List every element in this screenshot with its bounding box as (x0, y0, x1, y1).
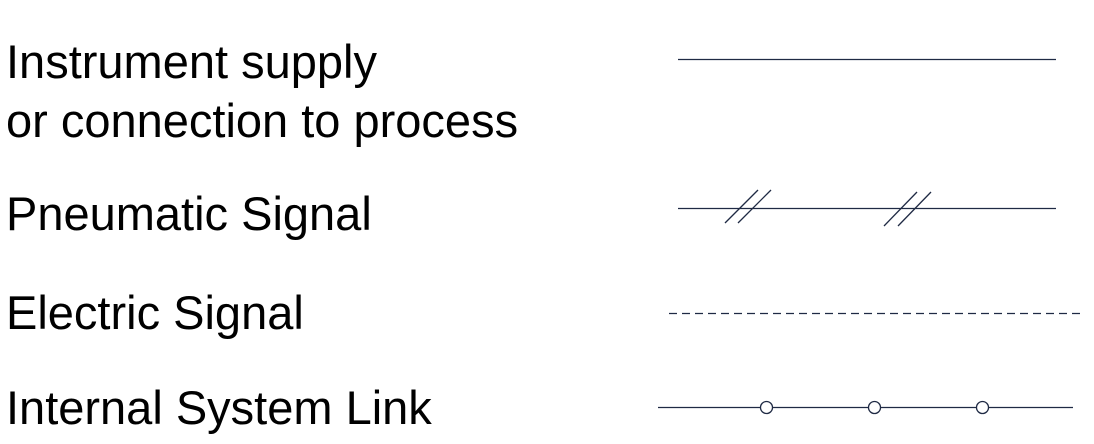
symbol-circle-link-line (658, 400, 1073, 415)
link-circle (975, 400, 990, 415)
symbol-pneumatic-line (678, 189, 1056, 227)
label-instrument-supply-line-2: or connection to process (6, 94, 519, 147)
label-internal-system-link-text: Internal System Link (6, 381, 432, 434)
pneumatic-slash-mark (737, 189, 772, 224)
label-pneumatic-signal: Pneumatic Signal (6, 184, 372, 243)
link-circle (759, 400, 774, 415)
link-circle (867, 400, 882, 415)
label-pneumatic-signal-text: Pneumatic Signal (6, 187, 372, 240)
label-electric-signal-text: Electric Signal (6, 286, 304, 339)
label-instrument-supply: Instrument supply or connection to proce… (6, 32, 518, 150)
label-electric-signal: Electric Signal (6, 283, 304, 342)
pneumatic-slash-mark (883, 191, 918, 227)
label-instrument-supply-line-1: Instrument supply (6, 35, 377, 88)
pneumatic-slash-mark (897, 191, 932, 227)
pneumatic-slash-mark (724, 189, 759, 224)
label-internal-system-link: Internal System Link (6, 378, 432, 437)
